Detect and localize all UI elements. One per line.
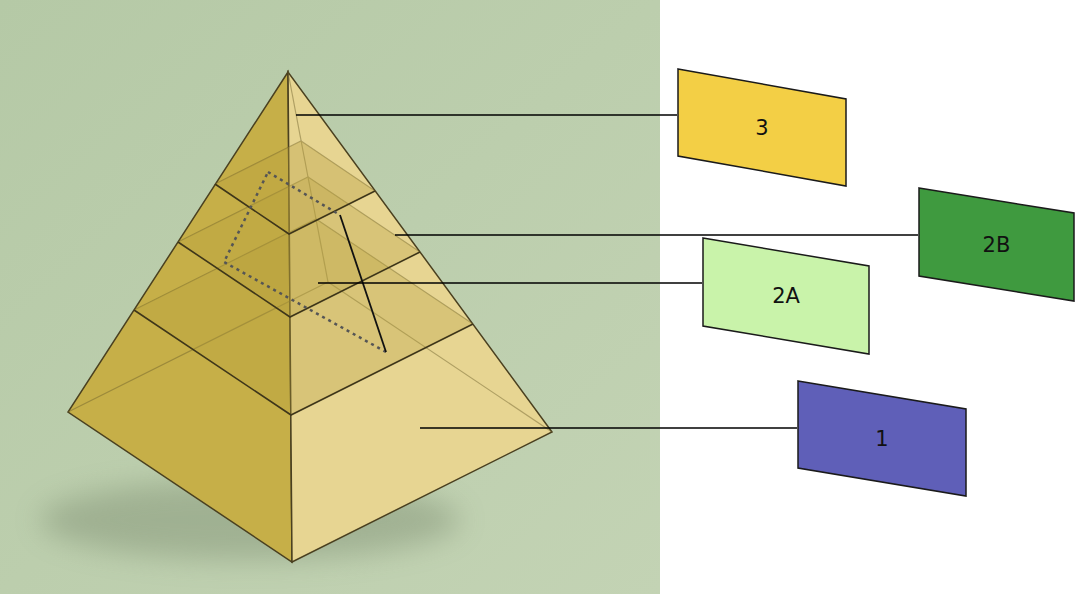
layer-lines: [134, 184, 473, 415]
dotted-outline: [224, 172, 386, 352]
hidden-edges: [68, 72, 552, 432]
dotted-outline: [268, 172, 340, 215]
callout-number: 2B: [983, 233, 1011, 257]
text-wrap: 2A: [772, 284, 800, 308]
layer-plane: [134, 219, 473, 415]
parallelogram-outline: [703, 238, 869, 354]
callout-number: 2A: [772, 284, 800, 308]
text-wrap: 2B: [983, 233, 1011, 257]
callout-number: 3: [755, 116, 768, 140]
callout-tag: 2B: [918, 187, 1075, 302]
parallelogram-outline: [798, 381, 966, 496]
callout-tag: 3: [677, 68, 847, 187]
callout-tag: 1: [797, 380, 967, 497]
parallelogram-outline: [919, 188, 1074, 301]
text-wrap: 1: [875, 427, 888, 451]
background-panel: [0, 0, 660, 594]
text-wrap: 3: [755, 116, 768, 140]
callout-tag: 2A: [702, 237, 870, 355]
callout-number: 1: [875, 427, 888, 451]
parallelogram-outline: [678, 69, 846, 186]
